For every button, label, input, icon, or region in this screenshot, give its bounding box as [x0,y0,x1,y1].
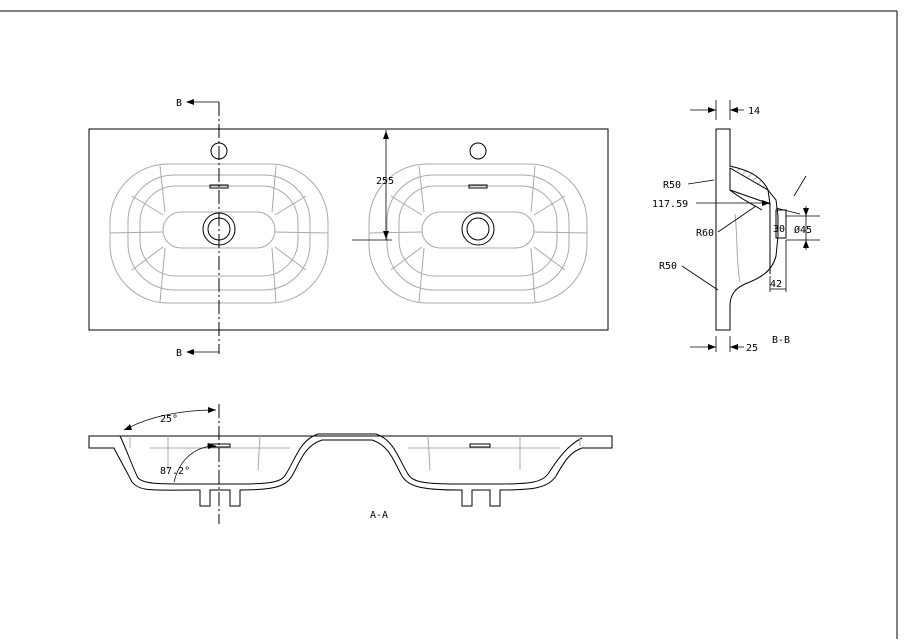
angle-87-label: 87.2° [160,466,190,477]
dim-30-label: 30 [773,224,785,235]
dim-r50-top-label: R50 [663,180,681,191]
dim-r50-bottom-label: R50 [659,261,677,272]
right-drain-outer [461,212,495,246]
dim-255-label: 255 [376,176,394,187]
countertop-outline [88,128,609,331]
right-tap-hole [469,142,487,160]
dim-14-label: 14 [748,106,760,117]
section-b-top-label: B [176,98,182,109]
dim-117-label: 117.59 [652,199,688,210]
right-overflow-slot [468,184,488,189]
right-drain-inner [466,217,490,241]
view-bb-label: B-B [772,335,790,346]
section-b-bottom-label: B [176,348,182,359]
dim-42-label: 42 [770,279,782,290]
right-basin [368,142,588,304]
view-aa-label: A-A [370,510,388,521]
section-b-b: 14 R50 117.59 R60 R50 30 Ø45 42 [652,100,820,354]
top-view: B B 255 [88,98,609,359]
drain-fitting [775,209,787,239]
sheet-border [0,10,898,639]
angle-25-label: 25° [160,414,178,425]
dim-25-label: 25 [746,343,758,354]
dim-r60-label: R60 [696,228,714,239]
section-a-a: 25° 87.2° A-A [88,404,613,524]
dim-d45-label: Ø45 [794,224,812,236]
